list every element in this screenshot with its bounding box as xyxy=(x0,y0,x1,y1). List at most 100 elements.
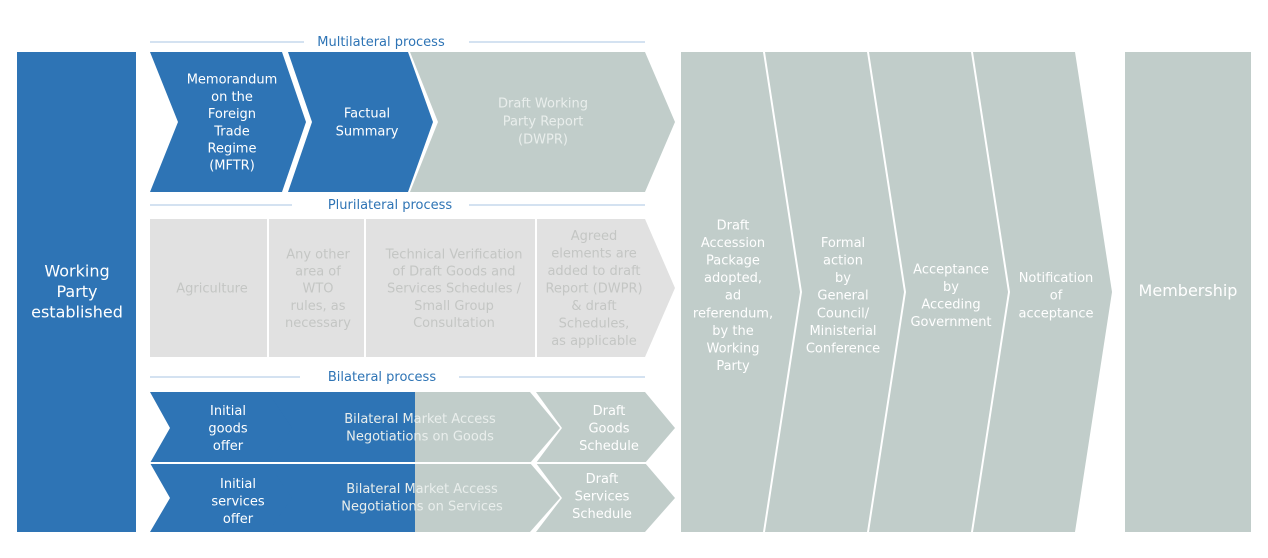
services-negotiations-blue xyxy=(268,463,415,532)
working-party-box xyxy=(17,52,136,532)
formal-action-label-line: Ministerial xyxy=(809,324,876,339)
acceptance-label-line: Acceding xyxy=(921,298,980,313)
agreed-elements-label-line: Report (DWPR) xyxy=(545,282,642,297)
agriculture-box xyxy=(150,219,267,357)
services-negotiations-grey xyxy=(415,463,560,532)
accession-package-label-line: by the xyxy=(712,324,753,339)
agriculture-label-line: Agriculture xyxy=(176,282,248,297)
dwpr-chevron xyxy=(410,52,675,192)
factual-summary-label-line: Factual xyxy=(344,107,390,122)
agreed-elements-label-line: added to draft xyxy=(547,264,640,279)
accession-package-chevron xyxy=(681,52,800,532)
accession-package-label-line: Working xyxy=(706,342,759,357)
notification-label-line: Notification xyxy=(1019,271,1094,286)
mftr-label-line: on the xyxy=(211,90,253,105)
accession-package-label-line: referendum, xyxy=(693,306,773,321)
agreed-elements-label-line: Schedules, xyxy=(559,317,630,332)
acceptance-chevron xyxy=(869,52,1008,532)
agreed-elements-label-line: & draft xyxy=(571,299,616,314)
technical-verification-label-line: Consultation xyxy=(413,316,495,331)
formal-action-label-line: Formal xyxy=(821,236,865,251)
accession-package-label-line: Draft xyxy=(717,218,750,233)
draft-services-schedule-label-line: Services xyxy=(575,490,630,505)
formal-action-label-line: action xyxy=(823,254,863,269)
agreed-elements-label-line: elements are xyxy=(551,247,637,262)
initial-services-offer-label-line: services xyxy=(211,495,265,510)
accession-package-label-line: Accession xyxy=(701,236,765,251)
other-area-label-line: area of xyxy=(295,265,341,280)
mftr-chevron xyxy=(150,52,306,192)
accession-package-label-line: Package xyxy=(706,254,760,269)
goods-negotiations-blue xyxy=(268,392,415,463)
technical-verification-label-line: Small Group xyxy=(414,299,494,314)
formal-action-label-line: Council/ xyxy=(817,306,870,321)
acceptance-label-line: Government xyxy=(910,315,991,330)
services-negotiations-label-line: Bilateral Market Access xyxy=(346,482,498,497)
draft-goods-schedule-label-line: Draft xyxy=(593,404,626,419)
other-area-label-line: rules, as xyxy=(291,299,346,314)
multilateral-process-header: Multilateral process xyxy=(317,35,445,50)
mftr-label-line: Regime xyxy=(208,142,257,157)
acceptance-label-line: Acceptance xyxy=(913,262,989,277)
draft-services-schedule-label-line: Draft xyxy=(586,472,619,487)
draft-goods-schedule-label-line: Goods xyxy=(588,422,629,437)
mftr-label-line: Foreign xyxy=(208,107,256,122)
dwpr-label-line: Draft Working xyxy=(498,97,588,112)
notification-label-line: acceptance xyxy=(1019,306,1094,321)
working-party-label-line: Party xyxy=(56,282,97,301)
dwpr-label-line: Party Report xyxy=(503,115,584,130)
accession-package-label-line: Party xyxy=(716,359,750,374)
technical-verification-label-line: Technical Verification xyxy=(385,247,523,262)
initial-goods-offer-label: Initial goods offer xyxy=(208,404,247,454)
notification-label-line: of xyxy=(1050,289,1063,304)
goods-negotiations-grey xyxy=(415,392,560,463)
draft-services-schedule-chevron xyxy=(536,463,675,532)
agreed-elements-label-line: as applicable xyxy=(551,334,637,349)
plurilateral-process-header: Plurilateral process xyxy=(328,198,453,213)
draft-goods-schedule-chevron xyxy=(536,392,675,463)
working-party-label-line: established xyxy=(31,302,123,321)
other-area-box xyxy=(269,219,364,357)
notification-chevron xyxy=(973,52,1112,532)
initial-services-offer-label-line: offer xyxy=(223,512,254,527)
agreed-elements-chevron xyxy=(537,219,675,357)
initial-goods-offer-label-line: Initial xyxy=(210,404,246,419)
initial-goods-offer-label-line: offer xyxy=(213,439,244,454)
technical-verification-label-line: Services Schedules / xyxy=(387,282,522,297)
factual-summary-chevron xyxy=(288,52,433,192)
draft-services-schedule-label-line: Schedule xyxy=(572,507,632,522)
other-area-label-line: WTO xyxy=(302,282,333,297)
agriculture-label: Agriculture xyxy=(176,282,248,297)
agreed-elements-label-line: Agreed xyxy=(571,229,617,244)
accession-package-label-line: ad xyxy=(725,289,741,304)
notification-label: Notification of acceptance xyxy=(1019,271,1094,321)
formal-action-label-line: by xyxy=(835,271,851,286)
services-negotiations-label-line: Negotiations on Services xyxy=(341,499,503,514)
acceptance-label-line: by xyxy=(943,280,959,295)
formal-action-chevron xyxy=(765,52,904,532)
draft-goods-schedule-label-line: Schedule xyxy=(579,439,639,454)
formal-action-label-line: Conference xyxy=(806,342,880,357)
mftr-label-line: (MFTR) xyxy=(209,159,255,174)
initial-goods-offer-label-line: goods xyxy=(208,422,247,437)
dwpr-label-line: (DWPR) xyxy=(518,133,568,148)
initial-services-offer-chevron xyxy=(150,463,297,532)
other-area-label-line: Any other xyxy=(286,247,350,262)
bilateral-process-header: Bilateral process xyxy=(328,370,436,385)
membership-label: Membership xyxy=(1139,281,1238,300)
factual-summary-label-line: Summary xyxy=(336,125,399,140)
membership-box xyxy=(1125,52,1251,532)
